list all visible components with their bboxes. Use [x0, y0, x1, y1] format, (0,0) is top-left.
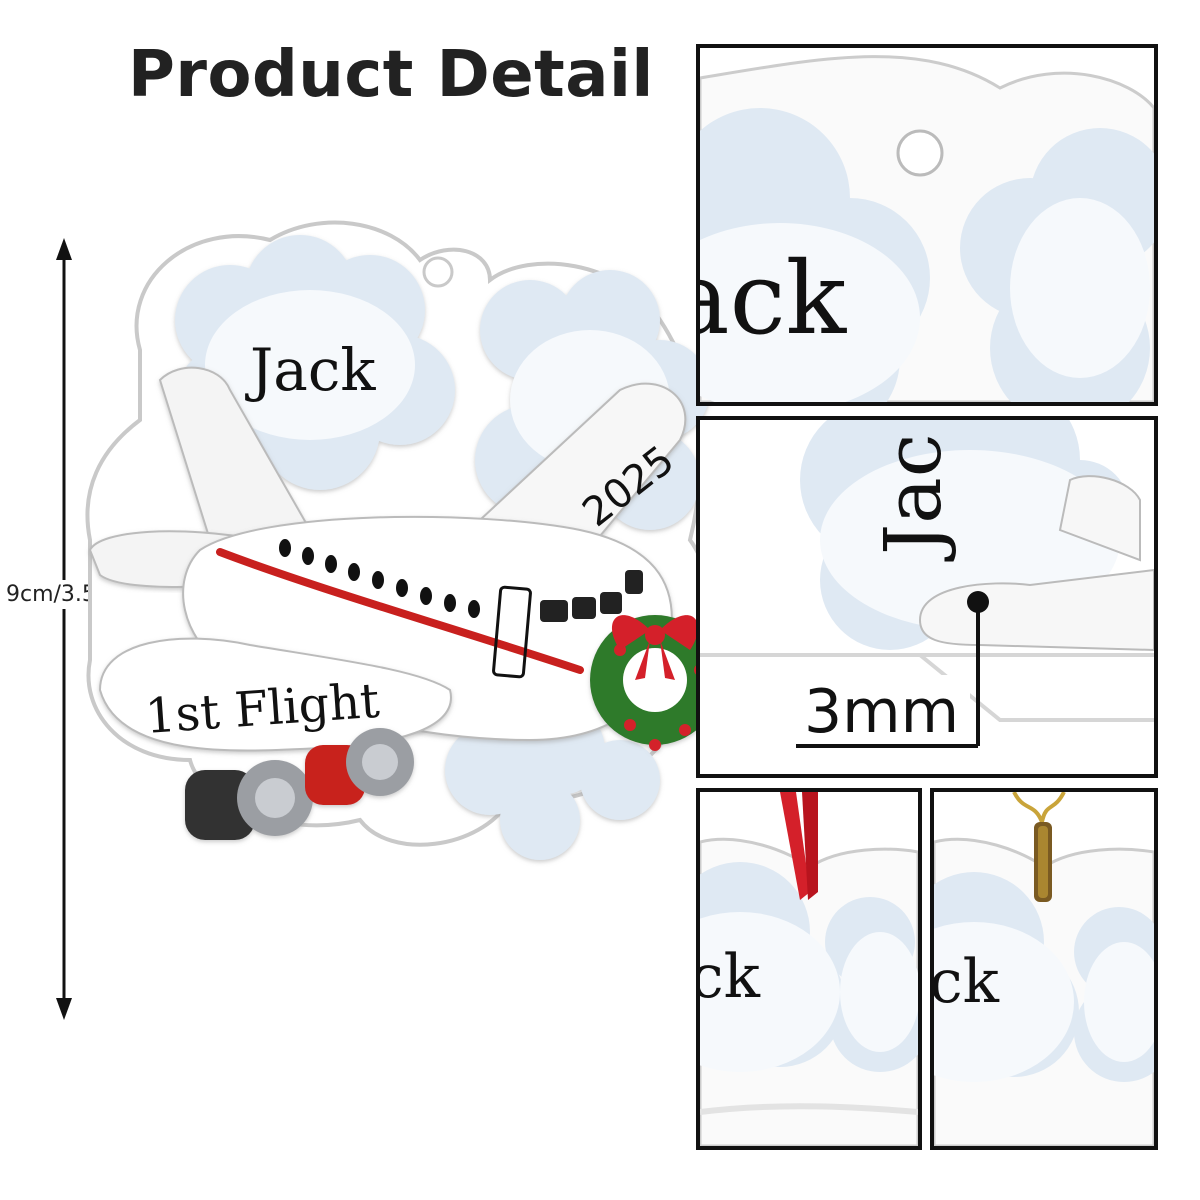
detail-ribbon-name: ck — [700, 942, 761, 1012]
detail-panel-ribbon: ck — [696, 788, 922, 1150]
bow — [611, 615, 699, 680]
ornament-illustration: Jack 2025 1st Flight — [85, 220, 720, 860]
dimension-arrow — [56, 238, 72, 1020]
page-title: Product Detail — [128, 38, 654, 112]
red-ribbon — [780, 792, 810, 900]
gold-string — [1012, 792, 1066, 829]
hanging-hole — [422, 256, 454, 288]
plane-door — [492, 585, 532, 679]
plane-cockpit — [540, 570, 643, 622]
ornament-name: Jack — [245, 336, 376, 404]
detail-thickness-name: Jac — [869, 434, 959, 562]
plane-tail — [158, 366, 312, 542]
detail-panel-thickness: Jac 3mm — [696, 416, 1158, 778]
detail-panel-top: ack — [696, 44, 1158, 406]
cloud-bottom — [445, 705, 660, 860]
dimension-label: 9cm/3.5″ — [6, 580, 105, 609]
detail-gold-art: ck — [934, 792, 1154, 1146]
detail-panel-gold: ck — [930, 788, 1158, 1150]
plane-windows — [279, 539, 480, 618]
detail-gold-name: ck — [934, 947, 1000, 1017]
detail-ribbon-art: ck — [700, 792, 918, 1146]
landing-gear — [185, 728, 414, 840]
detail-thickness-art: Jac 3mm — [700, 420, 1154, 748]
detail-top-art: ack — [700, 55, 1154, 402]
cloud-left — [175, 235, 455, 490]
plane-wing-upper — [478, 382, 687, 562]
detail-thickness-label: 3mm — [804, 677, 959, 747]
plane-wing-lower — [98, 637, 452, 752]
plane-stripe — [216, 548, 584, 674]
detail-top-name: ack — [700, 240, 848, 357]
